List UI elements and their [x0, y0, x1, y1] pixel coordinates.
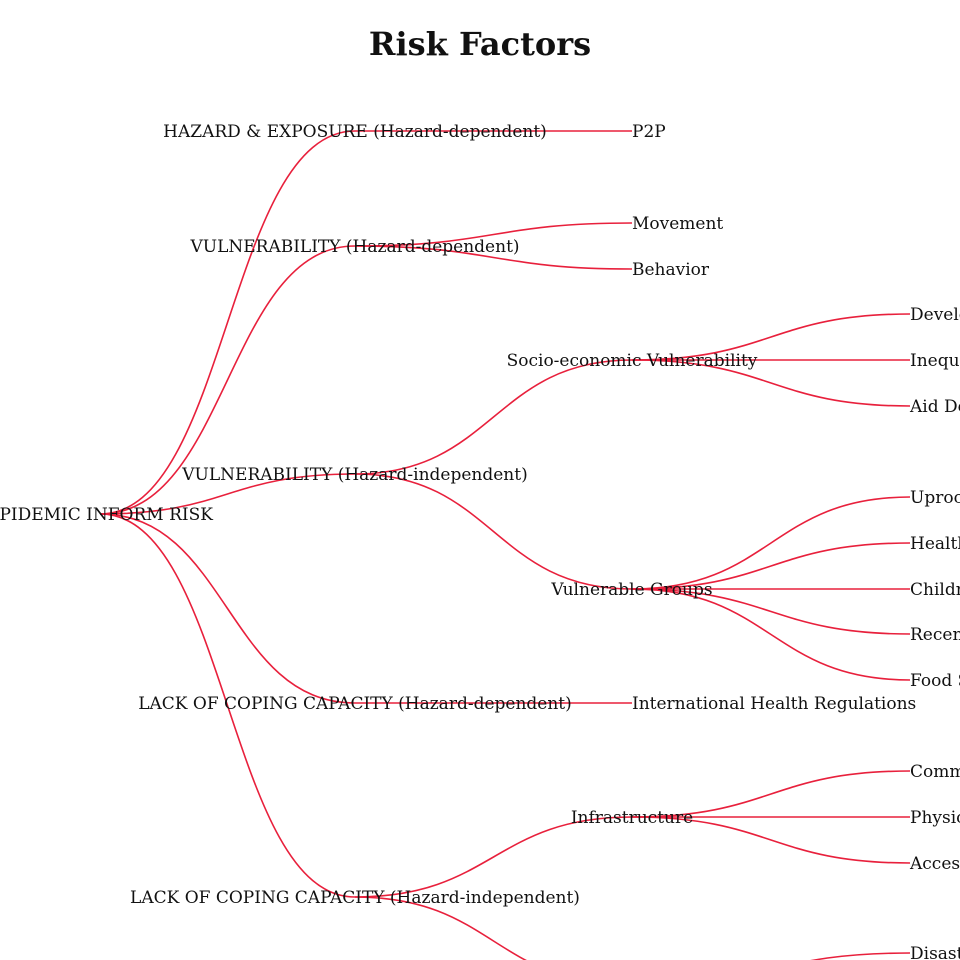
node-label-hazard-exposure: HAZARD & EXPOSURE (Hazard-dependent)	[163, 122, 547, 142]
node-label-uprooted: Uprooted People	[910, 488, 960, 508]
node-label-root: EPIDEMIC INFORM RISK	[0, 505, 213, 525]
node-label-ihr: International Health Regulations	[632, 694, 916, 714]
node-label-cope-dep: LACK OF COPING CAPACITY (Hazard-dependen…	[138, 694, 572, 714]
node-label-vuln-dep: VULNERABILITY (Hazard-dependent)	[189, 237, 519, 257]
link-groups	[354, 473, 633, 590]
link-institutional	[354, 896, 527, 960]
link-food	[631, 588, 911, 681]
node-label-access: Access to health care	[909, 854, 960, 874]
node-label-groups: Vulnerable Groups	[550, 580, 712, 600]
link-health-cond	[631, 542, 911, 590]
link-recent	[631, 588, 911, 635]
link-socio	[354, 359, 633, 475]
link-cope-dep	[99, 513, 356, 704]
node-label-physical: Physical infrastructure	[910, 808, 960, 828]
node-label-children: Children U5	[910, 580, 960, 600]
node-label-inequality: Inequality	[910, 351, 960, 371]
link-disaster	[809, 952, 911, 960]
link-development	[631, 313, 911, 361]
node-label-infra: Infrastructure	[571, 808, 693, 828]
link-hazard-exposure	[99, 130, 356, 515]
node-label-vuln-indep: VULNERABILITY (Hazard-independent)	[181, 465, 527, 485]
link-infra	[354, 816, 633, 898]
node-label-behavior: Behavior	[632, 260, 710, 280]
node-label-recent: Recent Shocks	[910, 625, 960, 645]
tree-links	[99, 130, 911, 960]
link-aid	[631, 359, 911, 407]
node-label-food: Food Security	[910, 671, 960, 691]
node-label-disaster: Disaster Risk Reduction	[910, 944, 960, 960]
node-label-aid: Aid Dependency	[909, 397, 960, 417]
link-communication	[631, 770, 911, 818]
link-vuln-dep	[99, 245, 356, 515]
link-movement	[354, 222, 633, 247]
node-label-p2p: P2P	[632, 122, 666, 142]
node-label-movement: Movement	[632, 214, 723, 234]
node-label-health-cond: Health Conditions	[910, 534, 960, 554]
link-cope-indep	[99, 513, 356, 898]
tree-labels: EPIDEMIC INFORM RISK HAZARD & EXPOSURE (H…	[0, 122, 960, 960]
node-label-communication: Communication	[910, 762, 960, 782]
link-uprooted	[631, 496, 911, 590]
chart-title: Risk Factors	[369, 25, 591, 63]
node-label-cope-indep: LACK OF COPING CAPACITY (Hazard-independ…	[130, 888, 580, 908]
link-access	[631, 816, 911, 864]
node-label-socio: Socio-economic Vulnerability	[507, 351, 758, 371]
link-behavior	[354, 245, 633, 270]
link-vuln-indep	[99, 473, 356, 515]
node-label-development: Development	[910, 305, 960, 325]
